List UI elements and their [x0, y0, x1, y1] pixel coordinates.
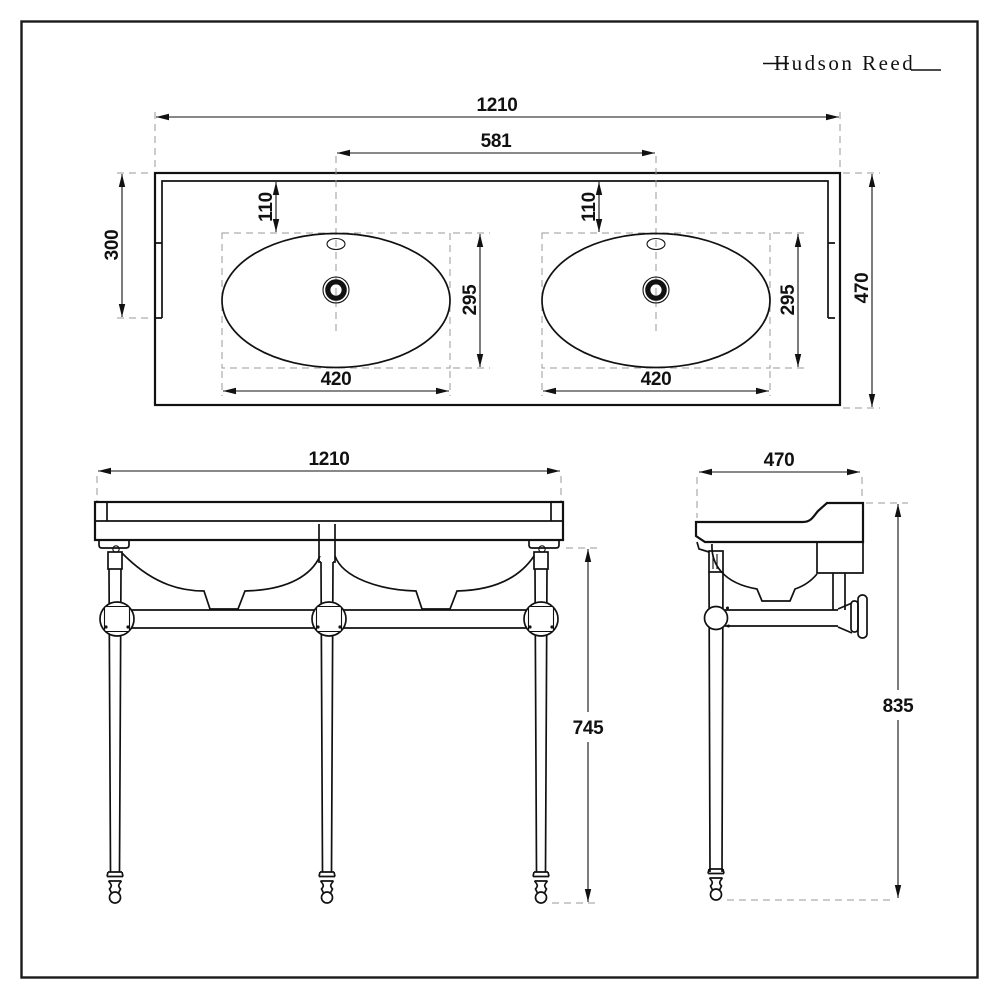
side-front-clip: [696, 541, 710, 553]
dim-basin-left-depth: 295: [453, 232, 490, 369]
side-wall-flange: [837, 594, 868, 639]
dim-front-height: 745: [552, 547, 605, 904]
countertop-inner-edge: [155, 180, 835, 319]
dim-basin-left-width: 420: [221, 369, 451, 396]
front-joint-left: [99, 601, 135, 637]
front-bowl-left: [121, 552, 321, 610]
dim-label: 835: [883, 696, 915, 717]
basin-right-plan: [541, 156, 771, 369]
dim-label: 470: [764, 450, 795, 471]
basin-left-plan: [221, 156, 451, 369]
countertop-outline: [153, 171, 842, 407]
front-end-lip-right: [528, 540, 560, 549]
dim-side-height: 835: [727, 502, 915, 901]
side-countertop-profile: [694, 501, 865, 544]
dim-label: 581: [481, 131, 513, 152]
front-joint-right: [523, 601, 559, 637]
front-joint-center: [311, 601, 347, 637]
side-view: 470: [694, 450, 915, 901]
dim-label: 110: [579, 192, 600, 222]
basin-right-waste-outer: [642, 276, 670, 304]
page-border: [20, 20, 979, 979]
basin-right-tap-hole: [646, 237, 666, 251]
side-collar-slots: [712, 554, 718, 569]
basin-left-waste-outer: [322, 276, 350, 304]
dim-basin-right-width: 420: [541, 369, 771, 396]
front-collar-left: [107, 551, 123, 570]
dim-label: 420: [641, 369, 672, 390]
front-foot-center: [318, 871, 336, 904]
dim-label: 1210: [476, 95, 517, 116]
front-end-lip-left: [98, 540, 130, 549]
front-foot-left: [106, 871, 124, 904]
side-crossbar: [725, 609, 838, 627]
side-foot: [707, 868, 725, 901]
dim-label: 745: [573, 718, 605, 739]
basin-right-bowl: [541, 232, 771, 369]
dim-side-depth: 470: [696, 450, 863, 518]
dim-label: 295: [778, 284, 799, 316]
dim-label: 420: [321, 369, 352, 390]
front-foot-right: [532, 871, 550, 904]
brand-logo: Hudson Reed: [763, 51, 941, 75]
basin-left-waste-ring: [325, 279, 347, 301]
top-view: 1210 581 110 110 300 470: [102, 95, 880, 409]
dim-basin-right-depth: 295: [773, 232, 806, 369]
dim-label: 110: [256, 192, 277, 222]
dim-top-overall-depth: 470: [843, 172, 880, 409]
basin-left-tap-hole: [326, 237, 346, 251]
dim-front-overall-width: 1210: [96, 449, 562, 501]
brand-logo-text: Hudson Reed: [774, 51, 915, 75]
dim-label: 295: [460, 284, 481, 316]
front-view: 1210: [93, 449, 605, 904]
side-collar: [708, 550, 724, 573]
side-back-ledge: [816, 542, 864, 574]
dim-label: 470: [852, 273, 873, 304]
dim-left-section-depth: 300: [102, 172, 153, 319]
dim-tap-hole-spacing: 581: [337, 131, 655, 157]
front-countertop: [93, 500, 565, 553]
front-center-post: [318, 524, 336, 563]
dim-label: 1210: [308, 449, 349, 470]
front-collar-right: [533, 551, 549, 570]
side-joint: [703, 605, 730, 631]
front-legs: [108, 561, 548, 873]
side-rear-support-bar: [832, 573, 846, 610]
dim-tap-setback-right: 110: [579, 182, 603, 232]
basin-left-bowl: [221, 232, 451, 369]
basin-right-waste-ring: [645, 279, 667, 301]
front-bowl-right: [334, 555, 535, 610]
dim-tap-setback-left: 110: [256, 182, 280, 232]
dim-top-overall-width: 1210: [154, 95, 841, 170]
side-bowl-profile: [711, 543, 818, 602]
dim-label: 300: [102, 230, 123, 261]
